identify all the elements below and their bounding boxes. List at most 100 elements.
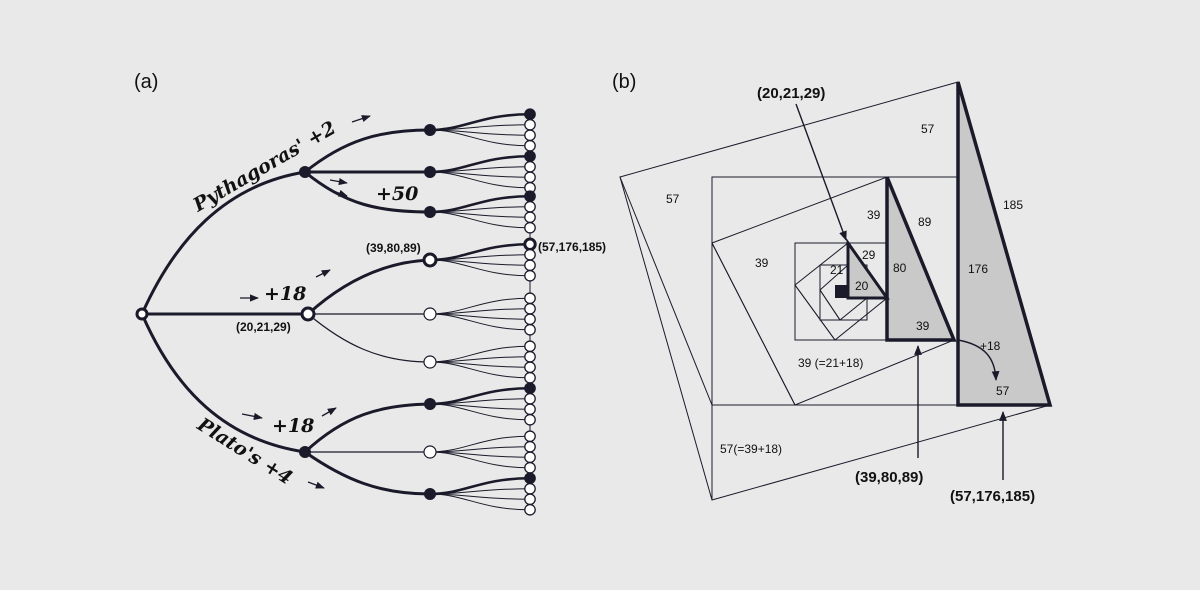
panel-b-spiral: (b) (20,21,29) (39,80,89) (57,176,185) 5… xyxy=(612,71,1053,505)
top-sub-1 xyxy=(304,128,431,174)
fan-line xyxy=(429,171,531,189)
leaf-node xyxy=(524,350,536,363)
leaf-node xyxy=(524,221,536,234)
fan-line xyxy=(429,313,531,331)
fan-line xyxy=(429,398,531,405)
pythagoras-label: Pythagoras' +2 xyxy=(189,117,340,217)
leaf-node xyxy=(524,392,536,405)
fan-line xyxy=(429,254,531,261)
leaf-node xyxy=(524,440,536,453)
diag-1 xyxy=(794,284,836,341)
fan-line xyxy=(429,386,531,406)
node-m2 xyxy=(423,307,437,321)
num-57-left: 57 xyxy=(666,192,680,206)
node-upper-label: (39,80,89) xyxy=(366,241,421,255)
leaf-node xyxy=(524,129,536,142)
fan-line xyxy=(429,308,531,315)
leaf-node xyxy=(524,200,536,213)
num-39-eq: 39 (=21+18) xyxy=(798,356,863,370)
arrow-50a xyxy=(329,177,348,186)
node-b1 xyxy=(424,398,436,410)
callout-small-label: (20,21,29) xyxy=(757,85,825,102)
node-t2 xyxy=(424,166,436,178)
fan-line xyxy=(429,476,531,496)
num-39-left: 39 xyxy=(755,256,769,270)
leaf-node xyxy=(524,302,536,315)
fan-line xyxy=(429,194,531,214)
fan-line xyxy=(429,129,531,147)
node-b3 xyxy=(424,488,436,500)
leaf-node xyxy=(523,237,537,251)
num-57-eq: 57(=39+18) xyxy=(720,442,782,456)
num-plus18: +18 xyxy=(980,339,1001,353)
leaf-node xyxy=(524,160,536,173)
triangle-39-80-89 xyxy=(885,176,957,342)
root-node xyxy=(135,307,149,321)
num-57-top: 57 xyxy=(921,122,935,136)
panel-a-label: (a) xyxy=(134,71,158,93)
node-t1 xyxy=(424,124,436,136)
num-39-top: 39 xyxy=(867,208,881,222)
fan-line xyxy=(429,259,531,277)
fan-line xyxy=(429,446,531,453)
node-mid xyxy=(300,306,316,322)
leaf-node xyxy=(524,211,536,224)
leaf-node xyxy=(524,451,536,464)
leaf-node xyxy=(524,108,536,121)
arrow-top xyxy=(351,115,371,123)
fan-line xyxy=(429,112,531,132)
leaf-node xyxy=(524,371,536,384)
black-square xyxy=(835,285,849,298)
leaf-node xyxy=(524,503,536,516)
plus18-mid-label: +18 xyxy=(264,283,306,305)
fan-line xyxy=(429,124,531,131)
num-176: 176 xyxy=(968,262,988,276)
bot-sub-1 xyxy=(303,402,431,454)
leaf-node xyxy=(524,472,536,485)
arrow-plato xyxy=(307,481,325,489)
leaf-node xyxy=(524,340,536,353)
leaf-node xyxy=(524,413,536,426)
leaf-node xyxy=(524,430,536,443)
mid-sub-1 xyxy=(306,258,431,316)
leaf-node xyxy=(524,171,536,184)
callout-big-label: (57,176,185) xyxy=(950,488,1035,505)
leaf-node xyxy=(524,118,536,131)
num-39-bot: 39 xyxy=(916,319,930,333)
arrow-18b-right xyxy=(321,407,337,417)
leaf-node xyxy=(524,361,536,374)
fan-line xyxy=(429,166,531,173)
fan-line xyxy=(429,403,531,421)
branch-top-curve xyxy=(140,170,306,315)
leaf-node xyxy=(524,150,536,163)
diag-2 xyxy=(819,289,841,321)
node-bottom xyxy=(299,446,311,458)
leaf-node xyxy=(524,493,536,506)
fan-line xyxy=(429,154,531,174)
diag-3 xyxy=(711,242,796,406)
node-m3 xyxy=(423,355,437,369)
leaf-node xyxy=(524,382,536,395)
leaf-fans xyxy=(429,112,531,511)
triangle-57-176-185 xyxy=(956,81,1053,407)
fan-line xyxy=(429,345,531,363)
leaf-node xyxy=(524,190,536,203)
fan-line xyxy=(429,488,531,495)
mid-sub-3 xyxy=(307,313,431,363)
fan-line xyxy=(429,206,531,213)
leaf-node xyxy=(524,313,536,326)
branch-bottom-curve xyxy=(140,313,306,454)
fan-line xyxy=(429,451,531,469)
fan-line xyxy=(429,361,531,379)
callout-arrow-small xyxy=(795,103,847,241)
top-sub-3 xyxy=(304,170,431,214)
fan-line xyxy=(429,356,531,363)
node-t3 xyxy=(424,206,436,218)
num-29: 29 xyxy=(862,248,876,262)
num-185: 185 xyxy=(1003,198,1023,212)
leaf-node xyxy=(524,403,536,416)
fan-line xyxy=(429,297,531,315)
fan-line xyxy=(429,242,531,262)
fan-line xyxy=(429,493,531,511)
